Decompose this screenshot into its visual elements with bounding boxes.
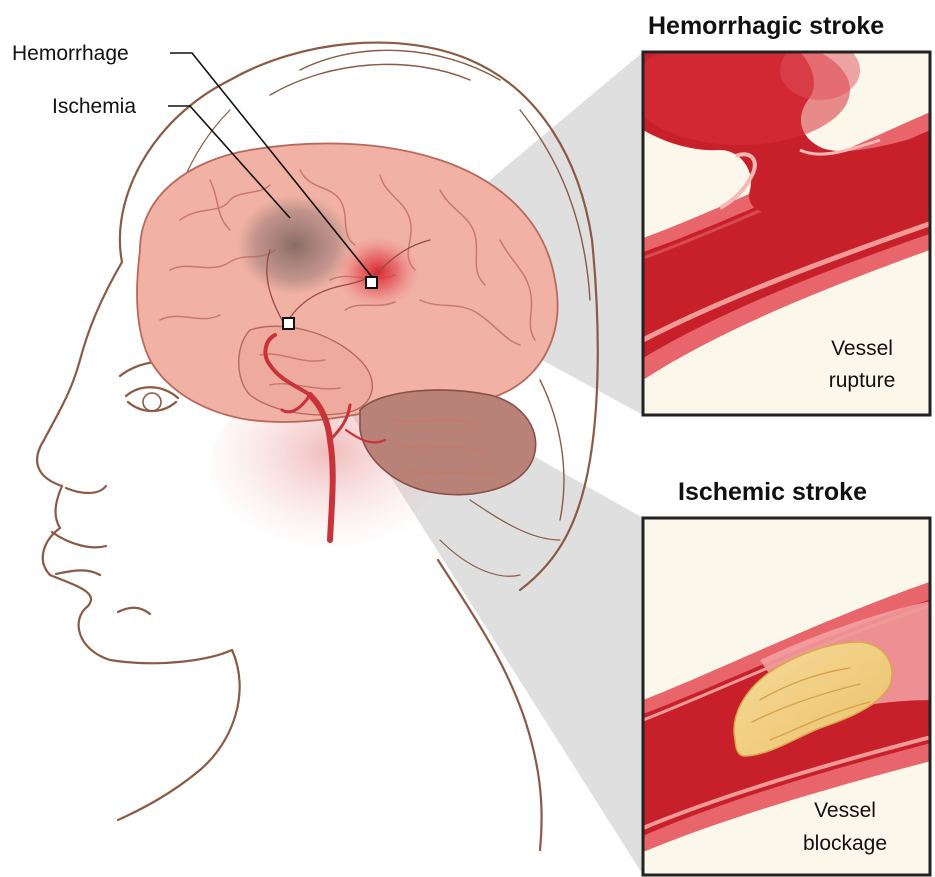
hemorrhagic-caption-line2: rupture [829, 369, 896, 392]
ischemia-label: Ischemia [52, 95, 136, 118]
hemorrhagic-caption-line1: Vessel [831, 337, 893, 360]
ischemic-caption-line2: blockage [803, 832, 887, 855]
ischemia-region [237, 195, 353, 295]
hemorrhagic-panel: Vessel rupture [630, 35, 935, 415]
hemorrhage-marker [366, 277, 377, 288]
ischemic-panel: Vessel blockage [643, 518, 935, 875]
hemorrhage-label: Hemorrhage [12, 42, 129, 65]
ischemic-caption-line1: Vessel [814, 799, 876, 822]
ischemic-stroke-title: Ischemic stroke [678, 478, 867, 506]
ischemia-marker [283, 318, 294, 329]
hemorrhagic-stroke-title: Hemorrhagic stroke [648, 12, 884, 40]
